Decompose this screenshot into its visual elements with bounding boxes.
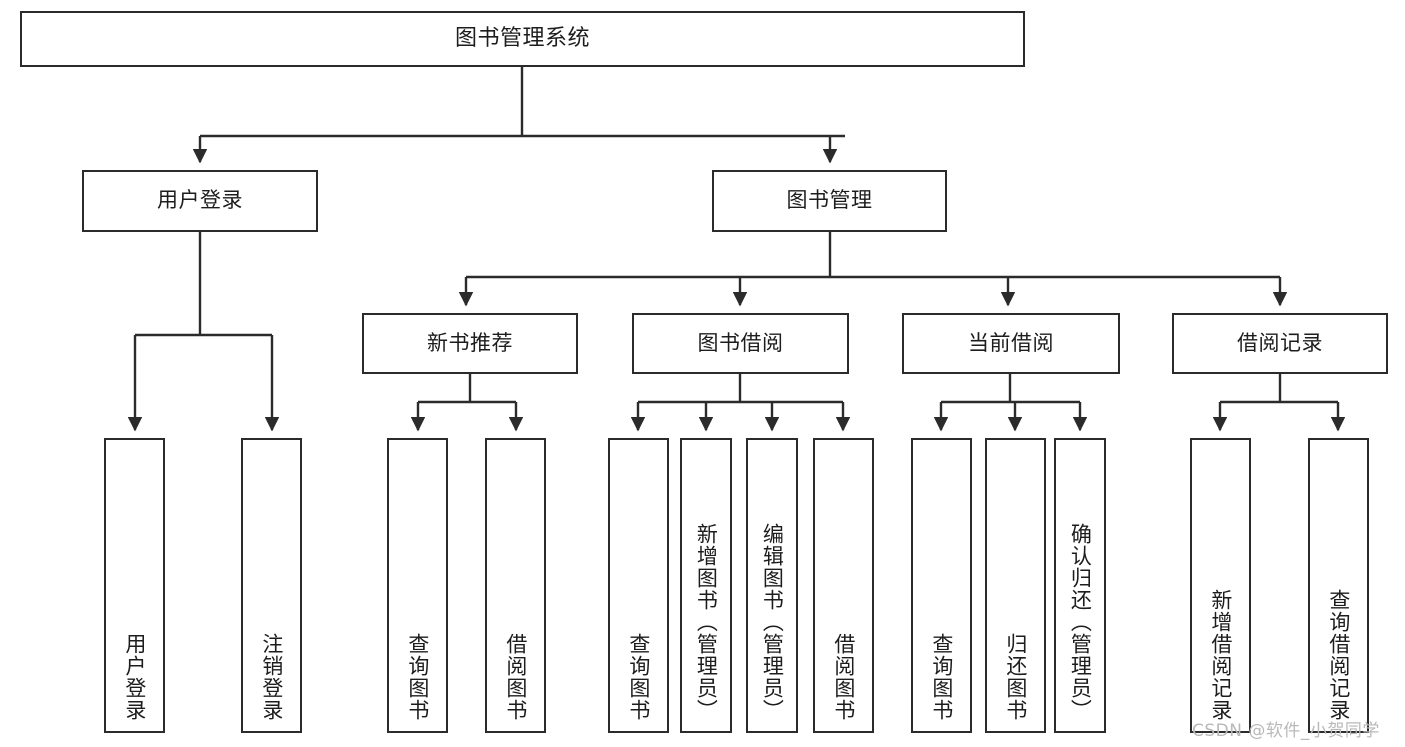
node-leaf-add-record-label: 新增借阅记录 bbox=[1208, 589, 1233, 721]
node-user-login[interactable]: 用户登录 bbox=[82, 170, 318, 232]
node-leaf-query-record-label: 查询借阅记录 bbox=[1326, 589, 1351, 721]
node-leaf-edit-book[interactable]: 编辑图书（管理员） bbox=[746, 438, 798, 733]
node-leaf-logout-label: 注销登录 bbox=[259, 633, 284, 721]
node-book-manage-label: 图书管理 bbox=[786, 188, 873, 213]
node-leaf-confirm-return-label: 确认归还（管理员） bbox=[1068, 523, 1093, 721]
node-leaf-return-book-label: 归还图书 bbox=[1003, 633, 1028, 721]
node-leaf-user-login[interactable]: 用户登录 bbox=[104, 438, 165, 733]
node-root[interactable]: 图书管理系统 bbox=[20, 11, 1025, 67]
node-leaf-query-record[interactable]: 查询借阅记录 bbox=[1308, 438, 1369, 733]
node-new-book-rec-label: 新书推荐 bbox=[427, 330, 513, 355]
node-root-label: 图书管理系统 bbox=[454, 25, 590, 51]
node-leaf-add-book[interactable]: 新增图书（管理员） bbox=[680, 438, 732, 733]
node-borrow-record[interactable]: 借阅记录 bbox=[1172, 313, 1388, 374]
node-leaf-query-book-3-label: 查询图书 bbox=[929, 633, 954, 721]
node-leaf-confirm-return[interactable]: 确认归还（管理员） bbox=[1054, 438, 1106, 733]
node-leaf-add-record[interactable]: 新增借阅记录 bbox=[1190, 438, 1251, 733]
node-book-manage[interactable]: 图书管理 bbox=[712, 170, 947, 232]
node-user-login-label: 用户登录 bbox=[157, 188, 243, 213]
node-leaf-return-book[interactable]: 归还图书 bbox=[985, 438, 1046, 733]
node-leaf-query-book-2[interactable]: 查询图书 bbox=[608, 438, 669, 733]
node-borrow-record-label: 借阅记录 bbox=[1237, 330, 1323, 355]
node-leaf-user-login-label: 用户登录 bbox=[122, 633, 147, 721]
node-leaf-query-book-1-label: 查询图书 bbox=[405, 633, 430, 721]
node-leaf-query-book-3[interactable]: 查询图书 bbox=[911, 438, 972, 733]
node-book-borrow-label: 图书借阅 bbox=[697, 330, 784, 355]
node-leaf-edit-book-label: 编辑图书（管理员） bbox=[760, 523, 785, 721]
node-leaf-borrow-book-1[interactable]: 借阅图书 bbox=[485, 438, 546, 733]
node-leaf-add-book-label: 新增图书（管理员） bbox=[694, 523, 719, 721]
node-leaf-borrow-book-1-label: 借阅图书 bbox=[503, 633, 528, 721]
node-new-book-rec[interactable]: 新书推荐 bbox=[362, 313, 578, 374]
node-leaf-borrow-book-2[interactable]: 借阅图书 bbox=[813, 438, 874, 733]
node-current-borrow-label: 当前借阅 bbox=[968, 330, 1054, 355]
node-current-borrow[interactable]: 当前借阅 bbox=[902, 313, 1120, 374]
csdn-watermark: CSDN @软件_小贺同学 bbox=[1192, 721, 1380, 741]
node-leaf-query-book-1[interactable]: 查询图书 bbox=[387, 438, 448, 733]
node-leaf-logout[interactable]: 注销登录 bbox=[241, 438, 302, 733]
node-book-borrow[interactable]: 图书借阅 bbox=[632, 313, 849, 374]
node-leaf-borrow-book-2-label: 借阅图书 bbox=[831, 633, 856, 721]
node-leaf-query-book-2-label: 查询图书 bbox=[626, 633, 651, 721]
